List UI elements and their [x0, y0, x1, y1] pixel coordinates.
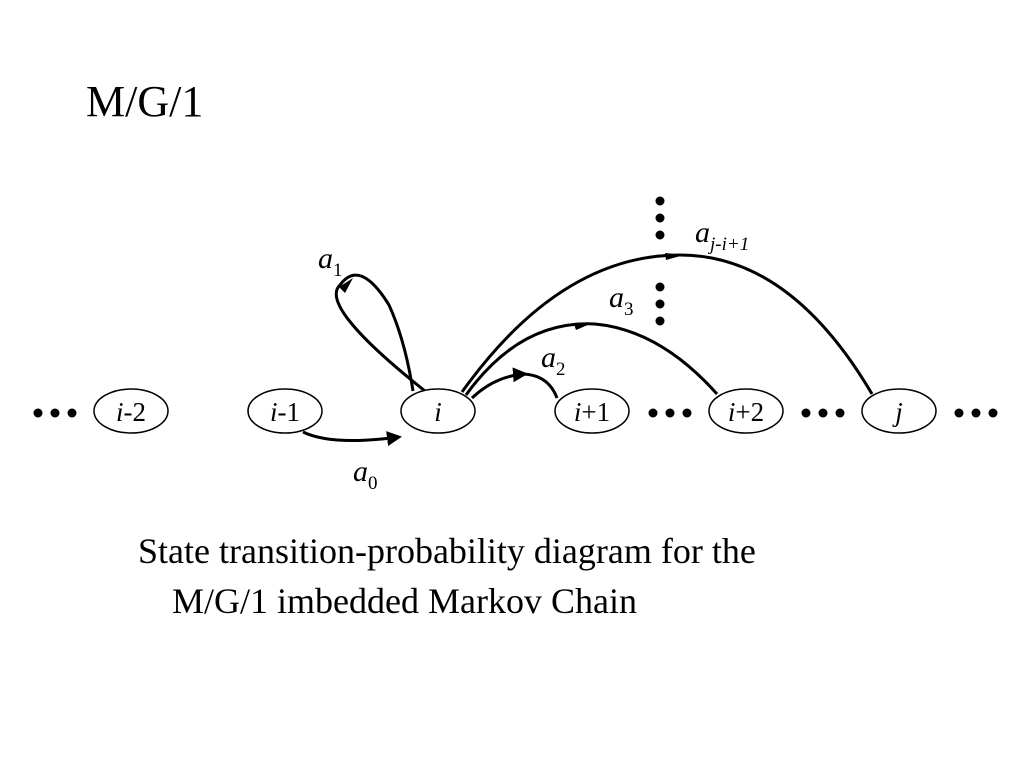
svg-text:i-1: i-1 — [270, 397, 300, 427]
svg-text:i+1: i+1 — [574, 397, 610, 427]
transition-arc-a3 — [464, 322, 719, 396]
transition-label-a2: a2 — [541, 341, 566, 380]
state-node: i+1 — [554, 388, 630, 434]
ellipsis-vertical-bottom — [655, 282, 665, 326]
transition-label-aj: aj-i+1 — [695, 216, 749, 255]
transition-arc-a1 — [334, 273, 426, 393]
transition-label-a0: a0 — [353, 455, 378, 494]
caption-line-2: M/G/1 imbedded Markov Chain — [172, 581, 637, 621]
ellipsis-right — [954, 408, 998, 418]
transition-arc-a2-tail — [520, 372, 559, 399]
state-node: i-1 — [247, 388, 323, 434]
transition-label-a3: a3 — [609, 281, 634, 320]
svg-text:i+2: i+2 — [728, 397, 764, 427]
transition-label-a1: a1 — [318, 242, 343, 281]
ellipsis-vertical-top — [655, 196, 665, 240]
state-node: i — [400, 388, 476, 434]
transition-arc-a0 — [302, 430, 402, 447]
transition-arc-a2 — [470, 367, 528, 400]
state-node: j — [861, 388, 937, 434]
diagram-caption: State transition-probability diagram for… — [138, 526, 756, 626]
transition-arc-aj-arrow — [665, 253, 684, 260]
svg-text:j: j — [892, 397, 903, 427]
slide-title: M/G/1 — [86, 77, 204, 126]
transition-arc-a3-arrow — [574, 324, 590, 330]
ellipsis-left — [33, 408, 77, 418]
svg-text:i-2: i-2 — [116, 397, 146, 427]
ellipsis-between-ip1-ip2 — [648, 408, 692, 418]
caption-line-1: State transition-probability diagram for… — [138, 531, 756, 571]
state-node: i+2 — [708, 388, 784, 434]
state-node: i-2 — [93, 388, 169, 434]
ellipsis-between-ip2-j — [801, 408, 845, 418]
transition-arc-a1-arrow — [339, 278, 353, 293]
svg-text:i: i — [434, 397, 442, 427]
